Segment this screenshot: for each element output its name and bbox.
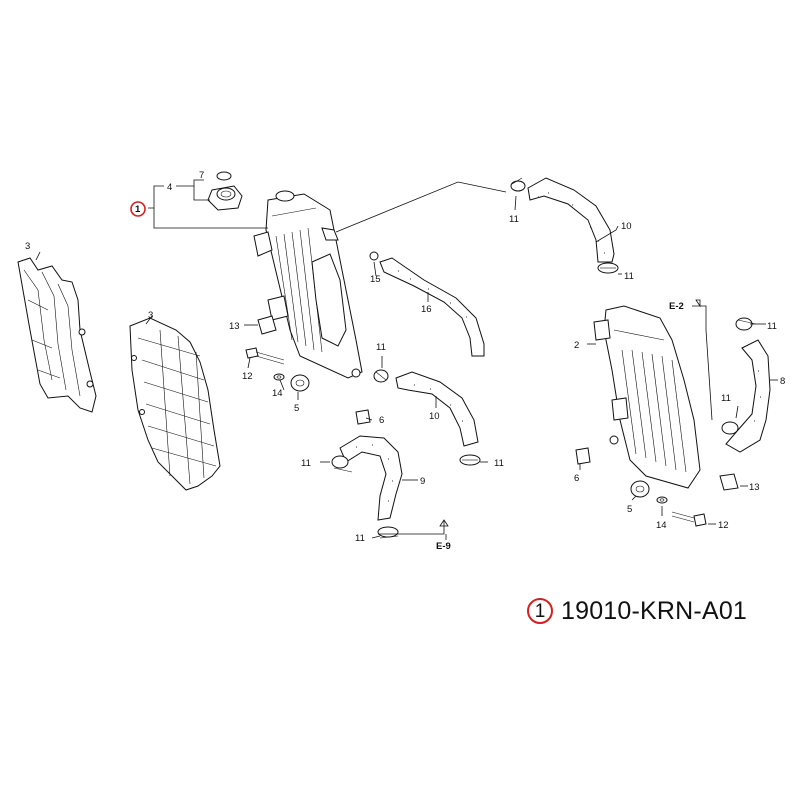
callout-15[interactable]: 15 [370, 274, 381, 285]
part-number-footer: 1 19010-KRN-A01 [527, 593, 747, 629]
washer [656, 496, 668, 504]
callout-1[interactable]: 1 [135, 204, 141, 215]
overflow-hose [369, 251, 485, 357]
hose-clamp [597, 262, 619, 274]
hose-clip [719, 473, 739, 491]
callout-4[interactable]: 4 [167, 182, 172, 193]
callout-5-left[interactable]: 5 [294, 403, 299, 414]
callout-1-ring [130, 201, 146, 217]
hose-clamp [331, 455, 353, 473]
callout-7[interactable]: 7 [199, 170, 204, 181]
callout-11-midhose[interactable]: 11 [494, 458, 504, 469]
mount-rubber [290, 374, 310, 392]
ref-e9[interactable]: E-9 [436, 541, 451, 552]
callout-11-sidehose[interactable]: 11 [721, 393, 731, 404]
part-index-badge: 1 [527, 598, 553, 624]
hose-clamp [510, 177, 526, 192]
callout-9[interactable]: 9 [420, 476, 425, 487]
callout-11-upperhose[interactable]: 11 [624, 271, 634, 282]
callout-2[interactable]: 2 [574, 340, 579, 351]
hose-clamp [721, 421, 739, 435]
upper-hose-right [527, 177, 615, 263]
radiator-cap [207, 185, 243, 211]
flange-bolt [671, 511, 707, 527]
callout-3-grille[interactable]: 3 [148, 310, 153, 321]
callout-6-left[interactable]: 6 [379, 415, 384, 426]
callout-10-mid[interactable]: 10 [429, 411, 440, 422]
callout-12-right[interactable]: 12 [718, 520, 729, 531]
callout-10-top[interactable]: 10 [621, 221, 632, 232]
cap-seal-ring [216, 171, 232, 181]
callout-16[interactable]: 16 [421, 304, 432, 315]
callout-11-lowerleft[interactable]: 11 [301, 458, 311, 469]
washer [273, 373, 285, 381]
side-hose [725, 339, 771, 453]
callout-11-mid[interactable]: 11 [376, 342, 386, 353]
callout-8[interactable]: 8 [780, 376, 785, 387]
callout-11-bottom[interactable]: 11 [355, 533, 365, 544]
callout-12-left[interactable]: 12 [242, 371, 253, 382]
callout-6-right[interactable]: 6 [574, 473, 579, 484]
left-radiator [253, 190, 363, 379]
callout-13-right[interactable]: 13 [749, 482, 760, 493]
radiator-louver-grille [129, 317, 221, 491]
collar [355, 409, 371, 425]
right-radiator [593, 305, 701, 489]
ref-e2[interactable]: E-2 [669, 301, 684, 312]
hose-clamp [377, 526, 399, 539]
callout-3-shroud[interactable]: 3 [25, 241, 30, 252]
collar [575, 447, 591, 465]
hose-clip [257, 315, 277, 335]
radiator-shroud-outer [17, 257, 97, 413]
callout-14-right[interactable]: 14 [656, 520, 667, 531]
callout-11-right[interactable]: 11 [767, 321, 777, 332]
callout-labels: 1 4 7 3 3 13 12 14 5 6 11 10 11 15 16 11… [25, 170, 785, 552]
flange-bolt [245, 347, 285, 365]
leader-lines [35, 179, 778, 540]
callout-11-top[interactable]: 11 [509, 214, 519, 225]
hose-clamp [459, 454, 481, 466]
part-number-code[interactable]: 19010-KRN-A01 [561, 596, 748, 625]
callout-14-left[interactable]: 14 [272, 388, 283, 399]
lower-hose [339, 435, 403, 521]
mount-rubber [630, 480, 650, 498]
hose-clamp [373, 369, 389, 383]
middle-hose [395, 371, 479, 447]
callout-5-right[interactable]: 5 [627, 504, 632, 515]
callout-13-left[interactable]: 13 [229, 321, 240, 332]
